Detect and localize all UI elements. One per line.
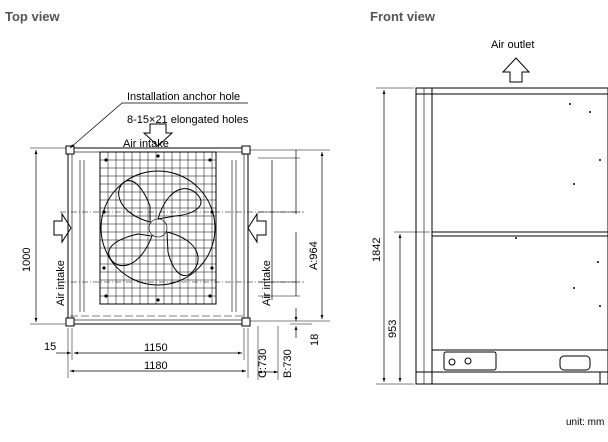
air-intake-right-arrow — [247, 212, 267, 244]
corner-block — [65, 317, 75, 327]
fan — [100, 170, 216, 286]
pipe-port — [448, 358, 456, 366]
front-view-drawing: Air outlet 1842 953 — [371, 39, 608, 385]
corner-block — [241, 145, 251, 155]
fan-grille — [99, 151, 217, 305]
top-view-heading: Top view — [5, 9, 60, 24]
dim-15-label: 15 — [44, 341, 56, 353]
dimension-953 — [394, 231, 430, 382]
left-louver — [79, 160, 85, 312]
dim-a-label: A:964 — [308, 241, 320, 270]
front-cabinet-outer — [415, 87, 608, 385]
right-foot — [599, 371, 608, 385]
dim-1000-label: 1000 — [21, 248, 33, 272]
pipe-port — [464, 357, 472, 365]
dimension-widths — [56, 328, 249, 378]
elongated-holes-label: 8-15×21 elongated holes — [127, 114, 249, 126]
air-intake-top-arrow — [142, 123, 174, 147]
right-louver — [231, 160, 237, 312]
corner-block — [65, 145, 75, 155]
dimension-1000 — [30, 147, 66, 325]
dim-1180-label: 1180 — [144, 360, 168, 372]
anchor-hole-label: Installation anchor hole — [127, 91, 240, 103]
screw-dots — [102, 154, 214, 302]
top-frame-outer — [67, 147, 249, 325]
dimension-1842 — [376, 87, 414, 385]
air-outlet-label: Air outlet — [491, 39, 534, 51]
top-view-drawing: Installation anchor hole 8-15×21 elongat… — [21, 91, 330, 380]
front-view-heading: Front view — [370, 9, 436, 24]
pipe-panel — [443, 351, 497, 371]
air-intake-right-label: Air intake — [261, 260, 273, 306]
drain-slot — [559, 355, 591, 371]
corner-block — [241, 317, 251, 327]
air-intake-left-label: Air intake — [55, 260, 67, 306]
top-frame-inner — [71, 151, 245, 321]
unit-label: unit: mm — [566, 417, 605, 428]
anchor-leader — [69, 102, 248, 149]
dim-1150-label: 1150 — [144, 342, 168, 354]
air-intake-top-label: Air intake — [123, 138, 169, 150]
dimension-18 — [290, 308, 312, 338]
left-foot — [415, 371, 433, 385]
air-intake-left-arrow — [53, 212, 72, 244]
dimension-a — [250, 149, 330, 322]
panel-screws — [515, 103, 601, 307]
dim-18-label: 18 — [309, 334, 321, 346]
dim-b-label: B:730 — [282, 349, 294, 378]
dim-c-label: C:730 — [257, 349, 269, 378]
dim-953-label: 953 — [387, 320, 399, 338]
air-outlet-arrow — [501, 57, 531, 83]
dim-1842-label: 1842 — [371, 238, 383, 262]
